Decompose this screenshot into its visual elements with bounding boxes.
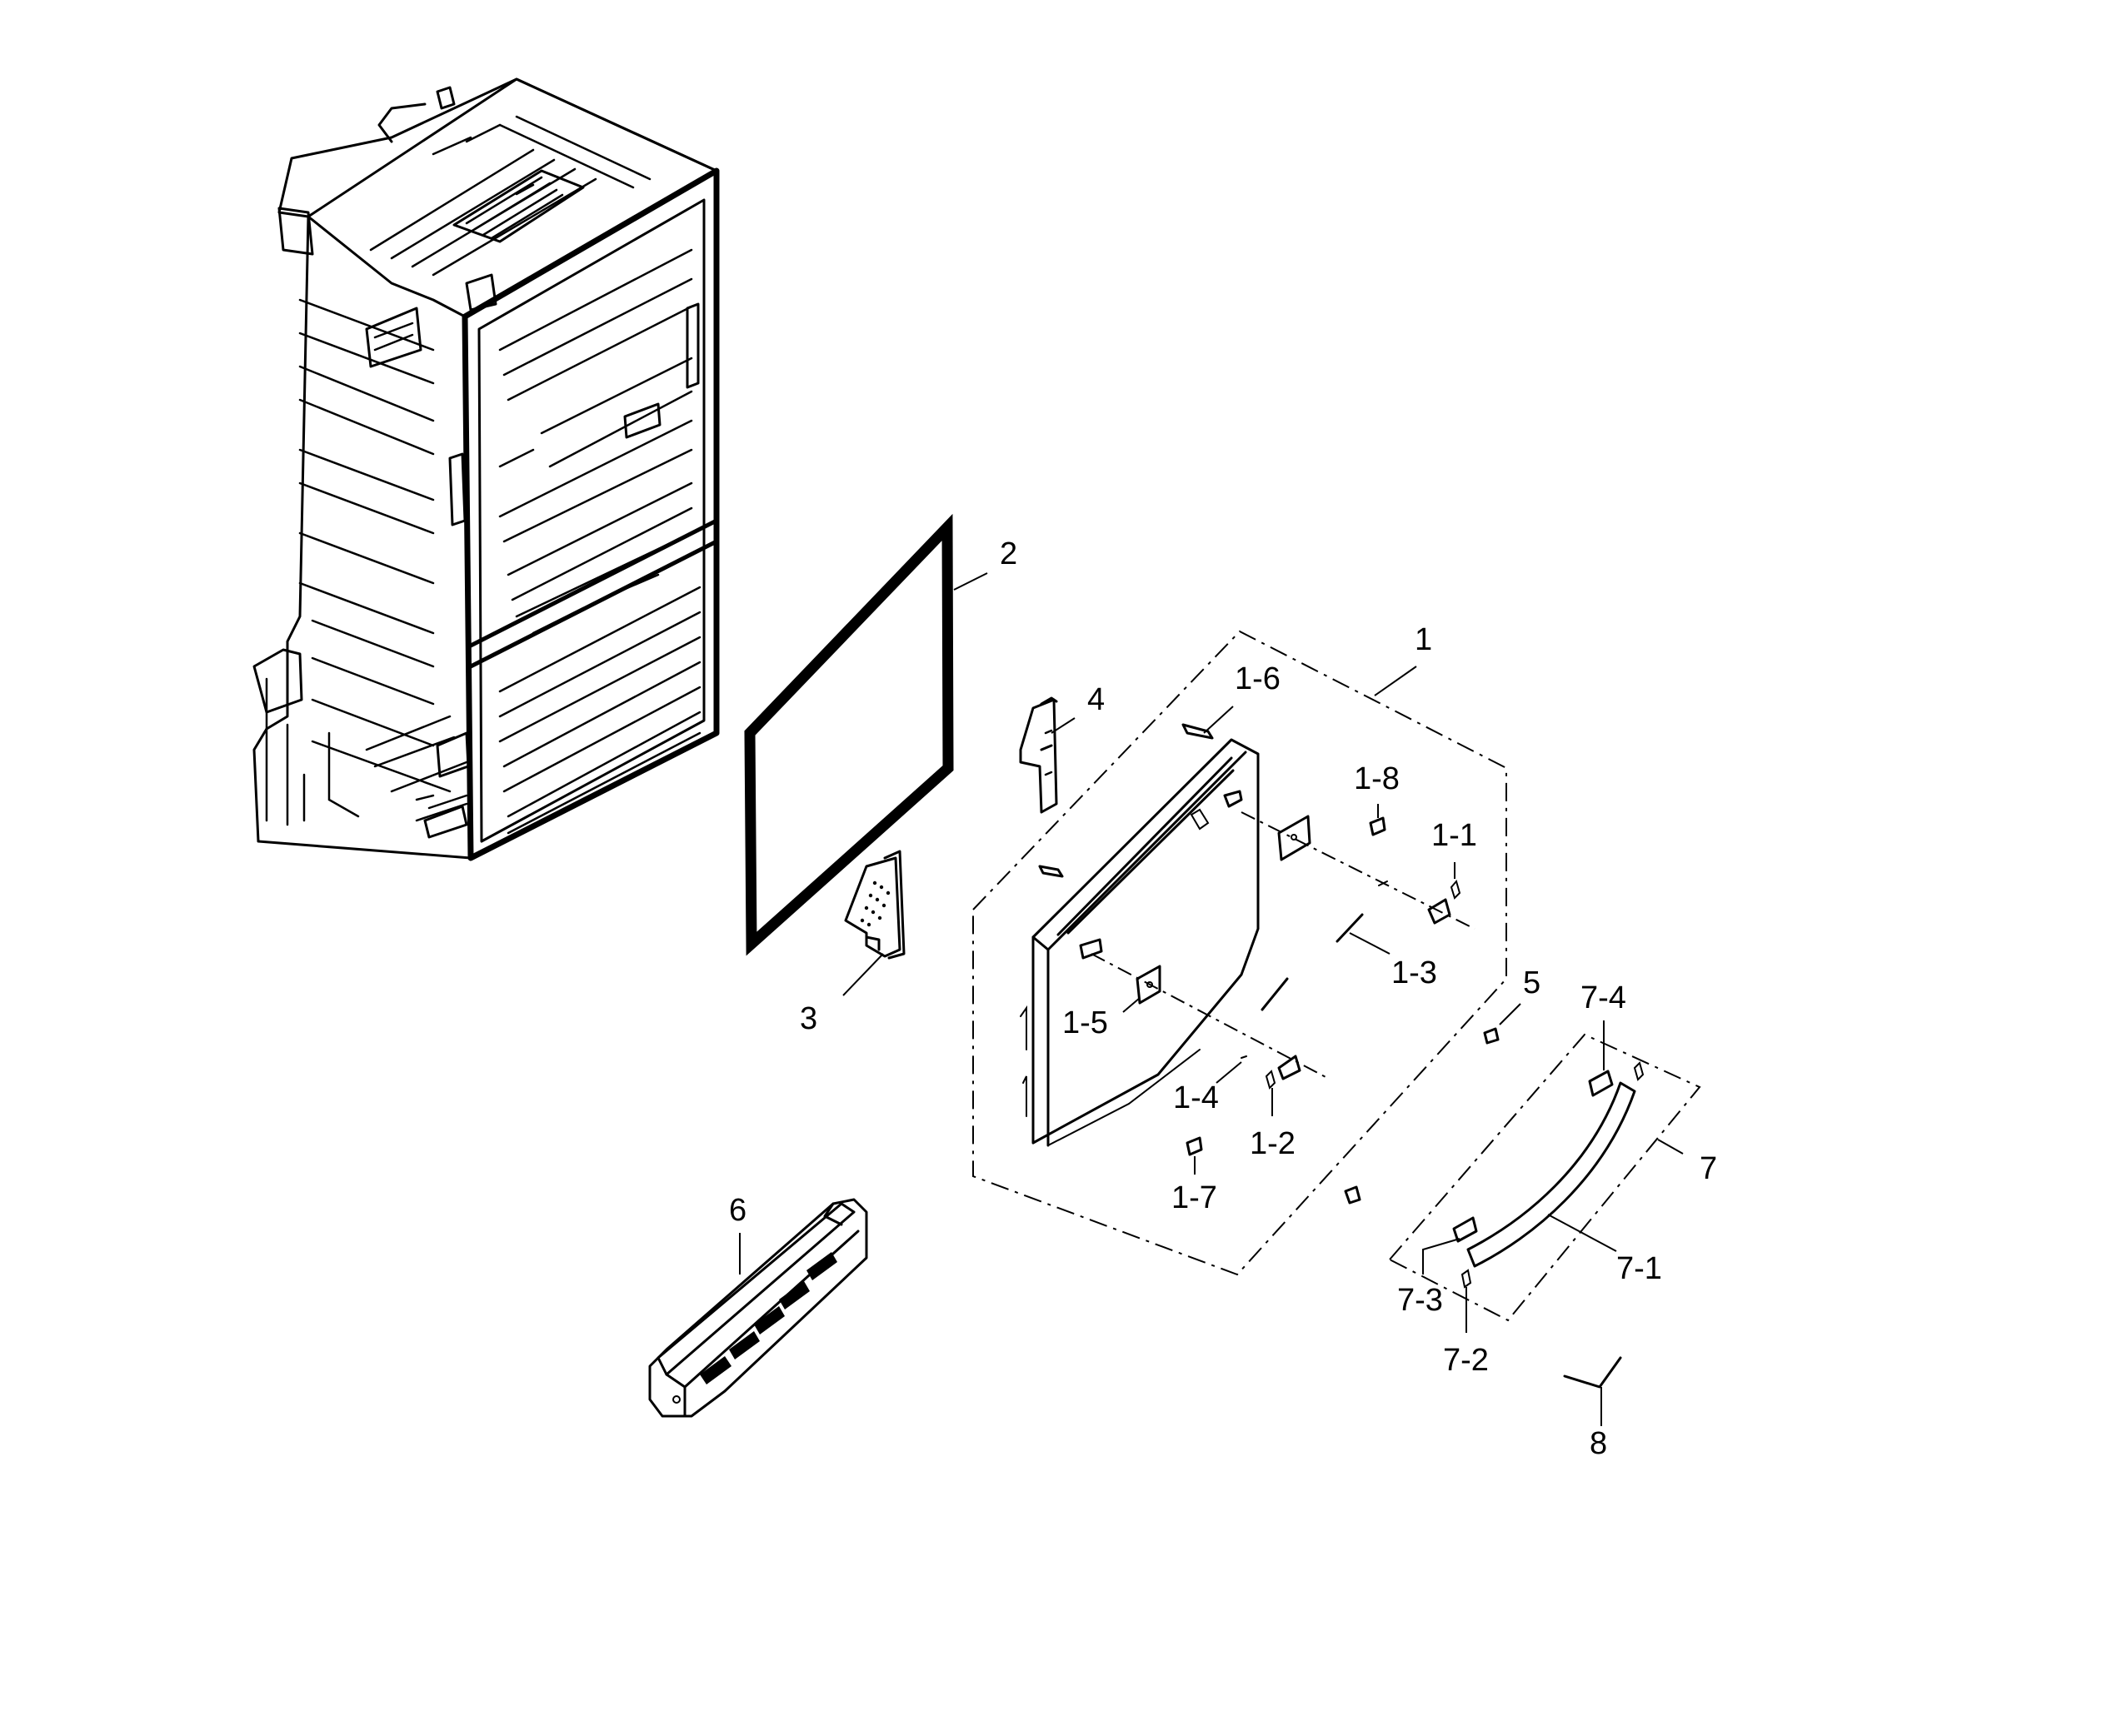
leader-1: [1374, 666, 1417, 696]
callout-3: 3: [800, 1001, 817, 1036]
callout-7-3: 7-3: [1397, 1283, 1443, 1318]
part-1-4-dot: [1241, 1055, 1247, 1059]
refrigerator-cabinet: [252, 77, 720, 861]
callout-7-2: 7-2: [1443, 1343, 1489, 1378]
part-8-tool: [1563, 1356, 1622, 1389]
leader-1-5: [1122, 997, 1141, 1013]
leader-7: [1657, 1139, 1684, 1155]
callout-7: 7: [1700, 1151, 1717, 1186]
callout-5: 5: [1523, 965, 1540, 1000]
part-6-bin: [648, 1198, 868, 1418]
part-7-2-screw: [1460, 1269, 1472, 1289]
part-1-3-rod: [1336, 913, 1364, 943]
door-bar: [1261, 977, 1289, 1011]
callout-1-6: 1-6: [1235, 661, 1281, 696]
upper-axis-line: [1241, 811, 1475, 930]
callout-6: 6: [729, 1193, 746, 1228]
lower-hinge: [844, 850, 906, 960]
callout-7-4: 7-4: [1580, 980, 1626, 1015]
part-1-8-clip: [1369, 816, 1386, 836]
callout-1-2: 1-2: [1250, 1126, 1296, 1161]
handle-assembly-boundary: [1388, 1033, 1701, 1322]
freezer-door: [1020, 738, 1260, 1147]
callout-1-5: 1-5: [1062, 1005, 1108, 1040]
part-1-6-top-cap: [1181, 723, 1214, 740]
callout-1-3: 1-3: [1391, 955, 1437, 990]
part-5-screw: [1483, 1027, 1500, 1045]
callout-2: 2: [1000, 536, 1017, 571]
callout-1-4: 1-4: [1173, 1080, 1219, 1115]
part-1-1-bushing: [1450, 879, 1461, 900]
leader-5: [1499, 1003, 1521, 1025]
callout-7-1: 7-1: [1616, 1251, 1662, 1286]
leader-1-4: [1216, 1061, 1242, 1084]
callout-1-7: 1-7: [1171, 1180, 1217, 1215]
leader-7-3: [1422, 1238, 1460, 1275]
door-gasket: [744, 513, 954, 956]
upper-hinge-plate: [1277, 815, 1311, 861]
door-assembly-boundary: [972, 630, 1507, 1276]
hinge-pin-lower: [1277, 1055, 1301, 1080]
part-1-7-clip: [1186, 1136, 1203, 1156]
part-7-1-handle: [1466, 1081, 1636, 1268]
callout-1: 1: [1415, 622, 1432, 657]
small-mark: [1378, 880, 1388, 886]
part-7-4-cap: [1588, 1070, 1614, 1097]
leader-1-6: [1203, 706, 1234, 734]
part-1-5-hinge-plate: [1136, 965, 1161, 1005]
leader-1-3: [1349, 932, 1391, 955]
handle-screw: [1344, 1185, 1361, 1205]
hinge-pin-upper: [1427, 898, 1451, 925]
part-7-3-cap: [1452, 1216, 1478, 1243]
part-1-2-bushing: [1265, 1070, 1276, 1090]
lower-axis-line: [1091, 953, 1330, 1080]
callout-1-1: 1-1: [1431, 818, 1477, 853]
callout-4: 4: [1087, 682, 1105, 717]
bin-grille: [700, 1252, 837, 1384]
callout-8: 8: [1590, 1426, 1607, 1461]
callout-1-8: 1-8: [1354, 761, 1400, 796]
leader-3: [842, 953, 884, 996]
handle-top-bushing: [1633, 1061, 1645, 1081]
leader-4: [1051, 717, 1076, 734]
leader-2: [953, 572, 988, 591]
leader-7-1: [1547, 1214, 1617, 1252]
upper-hinge: [1019, 696, 1058, 814]
left-cap: [1038, 865, 1064, 878]
